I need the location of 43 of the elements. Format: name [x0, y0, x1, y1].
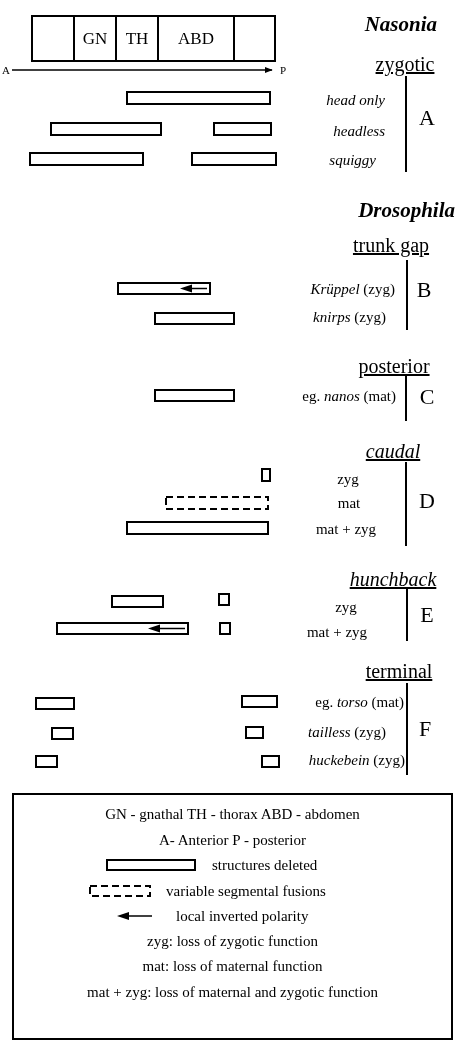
legend-text: structures deleted	[212, 856, 318, 874]
legend-text: zyg: loss of zygotic function	[147, 932, 318, 950]
body-segment	[31, 15, 75, 62]
class-heading: trunk gap	[352, 234, 430, 256]
mutant-label: tailless (zyg)	[308, 723, 386, 741]
mutant-label: eg. nanos (mat)	[302, 387, 396, 405]
class-heading: terminal	[365, 660, 433, 682]
class-heading: hunchback	[349, 568, 437, 590]
mutant-label: mat + zyg	[315, 520, 377, 538]
class-heading: caudal	[365, 440, 421, 462]
legend-text: A- Anterior P - posterior	[159, 831, 306, 849]
class-heading: posterior	[358, 355, 430, 377]
mutant-label: knirps (zyg)	[313, 308, 386, 326]
group-letter: B	[416, 277, 432, 303]
mutant-label: zyg	[335, 598, 357, 616]
phenotype-label: headless	[333, 122, 385, 140]
species-heading: Drosophila	[358, 199, 455, 223]
mutant-label: Krüppel (zyg)	[310, 280, 395, 298]
body-segment: TH	[115, 15, 159, 62]
mutant-label: zyg	[337, 470, 359, 488]
body-segment	[233, 15, 276, 62]
group-letter: E	[420, 602, 434, 628]
body-segment: GN	[73, 15, 117, 62]
axis-label: P	[280, 63, 287, 77]
legend-text: GN - gnathal TH - thorax ABD - abdomen	[105, 805, 360, 823]
legend-text: mat + zyg: loss of maternal and zygotic function	[87, 983, 378, 1001]
group-letter: C	[419, 384, 435, 410]
legend-text: mat: loss of maternal function	[142, 957, 323, 975]
group-letter: A	[419, 105, 435, 131]
mutant-label: eg. torso (mat)	[315, 693, 404, 711]
body-segment: ABD	[157, 15, 235, 62]
legend-text: local inverted polarity	[176, 907, 309, 925]
group-letter: F	[418, 716, 432, 742]
legend-text: variable segmental fusions	[166, 882, 326, 900]
species-heading: Nasonia	[364, 13, 437, 37]
mutant-label: mat	[337, 494, 361, 512]
mutant-label: huckebein (zyg)	[308, 751, 405, 769]
axis-label: A	[2, 63, 10, 77]
group-letter: D	[419, 488, 435, 514]
class-heading: zygotic	[375, 53, 435, 75]
phenotype-label: squiggy	[329, 151, 376, 169]
mutant-label: mat + zyg	[306, 623, 368, 641]
phenotype-label: head only	[326, 91, 385, 109]
